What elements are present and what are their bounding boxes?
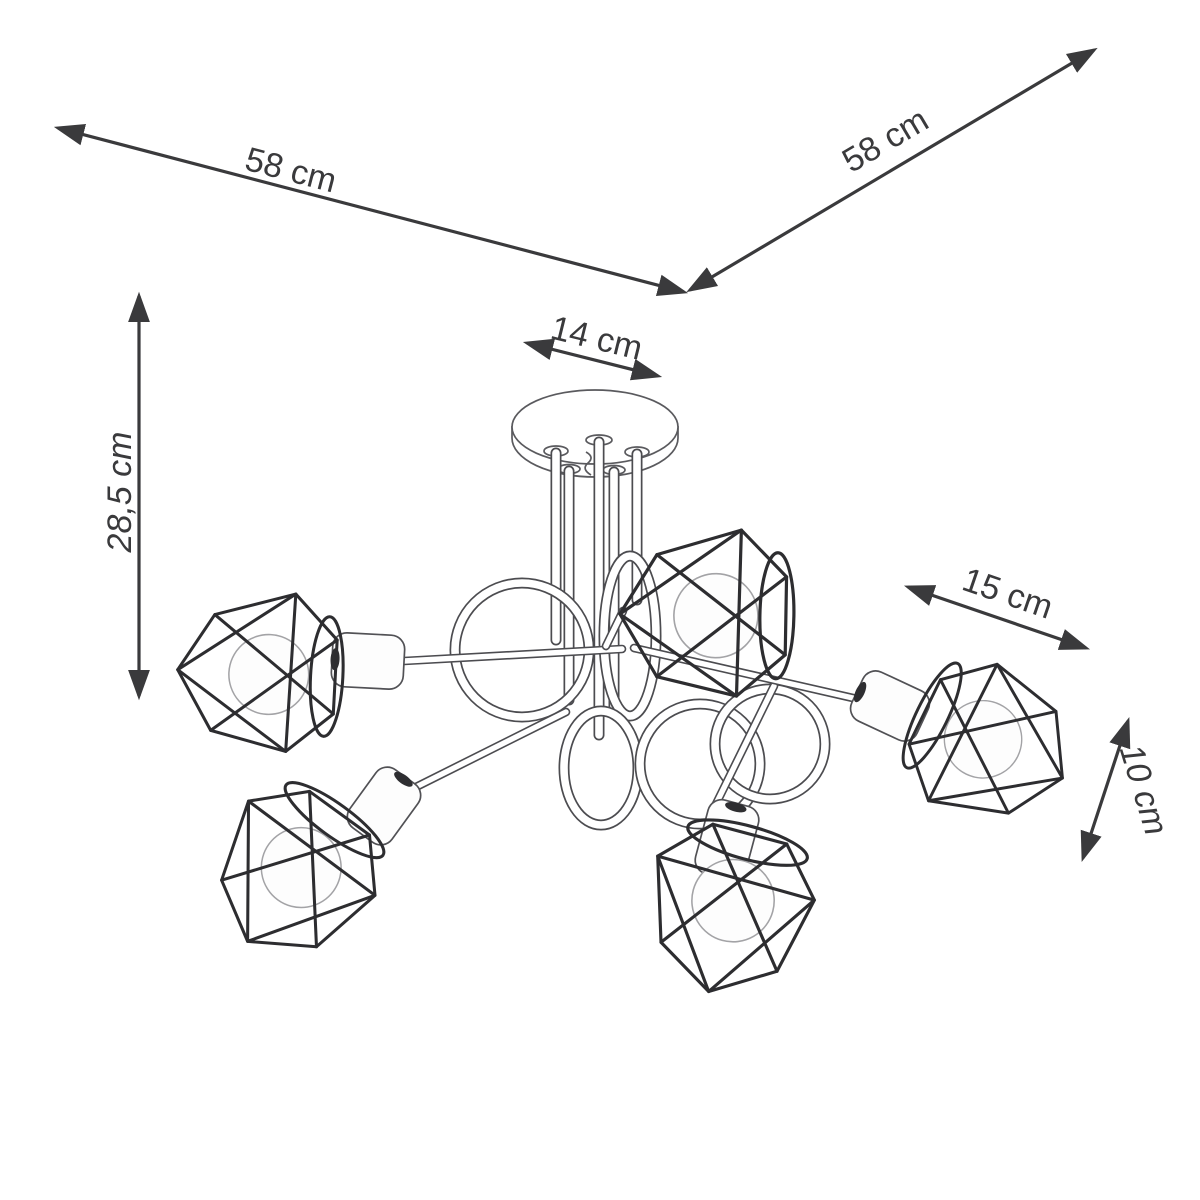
dimension-shade-height: 10 cm [1080, 716, 1175, 863]
dim-label-depth-right: 58 cm [836, 101, 935, 181]
cable-hook [584, 451, 592, 476]
socket-lower-left [346, 766, 422, 846]
dimension-width-left: 58 cm [53, 124, 689, 296]
shade-cage-upper-right [616, 526, 797, 699]
dim-label-height: 28,5 cm [101, 432, 139, 554]
shade-cage-right [882, 640, 1097, 851]
shade-cage-left [172, 586, 349, 756]
dim-label-shade-height: 10 cm [1112, 740, 1175, 840]
lamp-arms [399, 606, 871, 811]
dimension-height: 28,5 cm [101, 291, 150, 701]
dimension-canopy-diameter: 14 cm [522, 309, 663, 381]
dim-arrow-shade-height [1080, 716, 1131, 863]
dim-arrow-canopy [522, 338, 663, 381]
dim-label-arm-length: 15 cm [958, 561, 1058, 627]
chandelier-drawing [172, 389, 1097, 1014]
dim-arrow-arm-length [903, 585, 1091, 650]
dimension-arm-length: 15 cm [903, 561, 1091, 650]
dim-label-width-left: 58 cm [241, 140, 340, 200]
socket-right [849, 670, 931, 742]
dim-arrow-width-left [53, 124, 689, 296]
dimension-depth-right: 58 cm [686, 47, 1098, 293]
dim-arrow-depth-right [686, 47, 1098, 293]
